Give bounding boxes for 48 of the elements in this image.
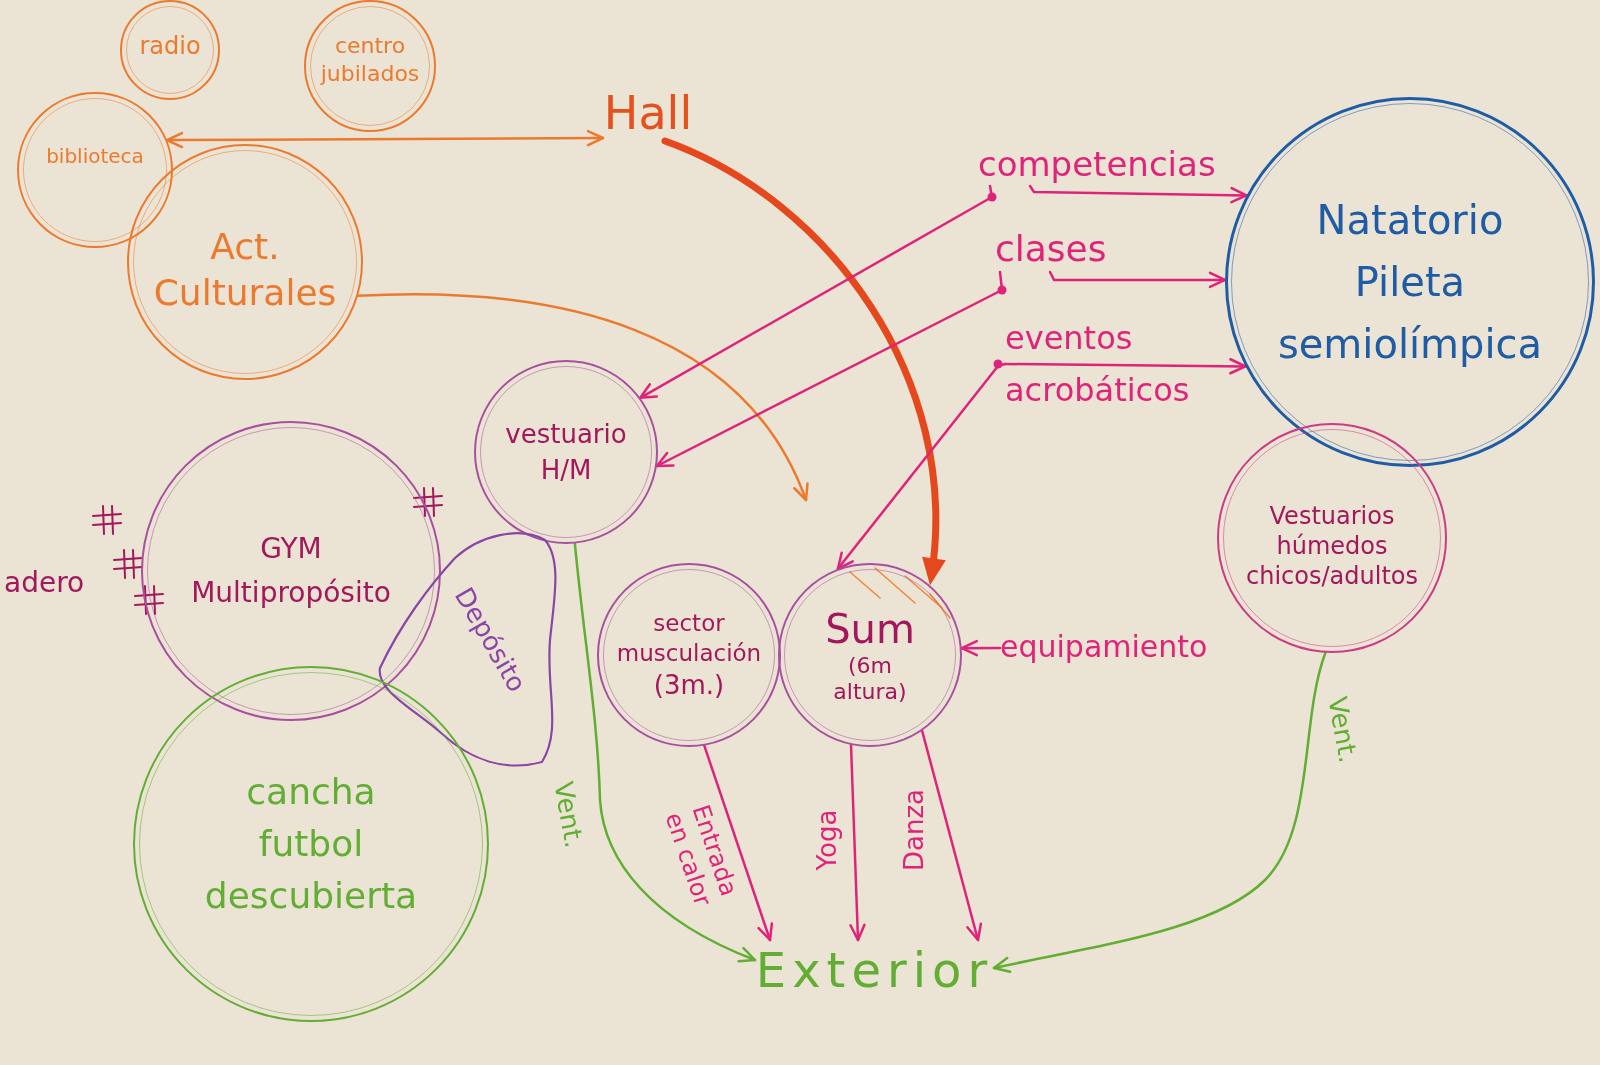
space-label: adero [4, 566, 85, 600]
arrow [836, 362, 1007, 571]
arrow [1028, 184, 1248, 204]
arrow [1048, 270, 1227, 289]
space-label: Natatorio Pileta semiolímpica [1277, 196, 1543, 369]
activity-label: eventos acrobáticos [1005, 312, 1191, 416]
arrow [920, 729, 983, 942]
arrow [1003, 358, 1247, 375]
thick-arrow [661, 137, 946, 586]
space-label: Sum [824, 605, 916, 653]
space-bubble [1225, 97, 1595, 467]
space-bubble [778, 563, 962, 747]
space-label: Exterior [755, 940, 994, 1000]
arrow [849, 743, 866, 942]
space-label: GYM Multipropósito [190, 531, 392, 611]
arrow [703, 744, 774, 942]
edge-label: Yoga [813, 809, 843, 871]
space-label: Act. Culturales [153, 225, 337, 315]
activity-label: equipamiento [1000, 626, 1209, 668]
space-label: cancha futbol descubierta [204, 770, 418, 918]
space-bubble [17, 92, 173, 248]
edge-label: Vent. [1321, 694, 1363, 766]
space-label: biblioteca [45, 143, 145, 169]
space-bubble [120, 0, 220, 100]
space-bubble [597, 563, 781, 747]
space-label: (3m.) [653, 669, 725, 702]
arrow [573, 542, 757, 962]
space-bubble [1217, 423, 1447, 653]
space-label: Hall [603, 85, 693, 141]
space-label: centro jubilados [320, 32, 420, 88]
edge-label: Danza [900, 789, 930, 871]
arrow [992, 651, 1327, 973]
space-label: radio [138, 31, 202, 61]
space-bubble [474, 360, 658, 544]
activity-label: competencias [978, 142, 1217, 186]
arrow [356, 293, 808, 502]
space-label: sector musculación [616, 609, 762, 668]
space-label: (6m altura) [832, 653, 908, 705]
arrow [655, 270, 1004, 468]
double-arrow [165, 129, 605, 149]
arrow [639, 184, 994, 400]
space-bubble [304, 0, 436, 132]
space-label: vestuario H/M [504, 418, 628, 487]
space-label: Vestuarios húmedos chicos/adultos [1245, 501, 1419, 591]
edge-label: Vent. [547, 779, 589, 851]
arrow [960, 639, 1002, 657]
space-bubble [141, 421, 441, 721]
activity-label: clases [995, 226, 1108, 272]
